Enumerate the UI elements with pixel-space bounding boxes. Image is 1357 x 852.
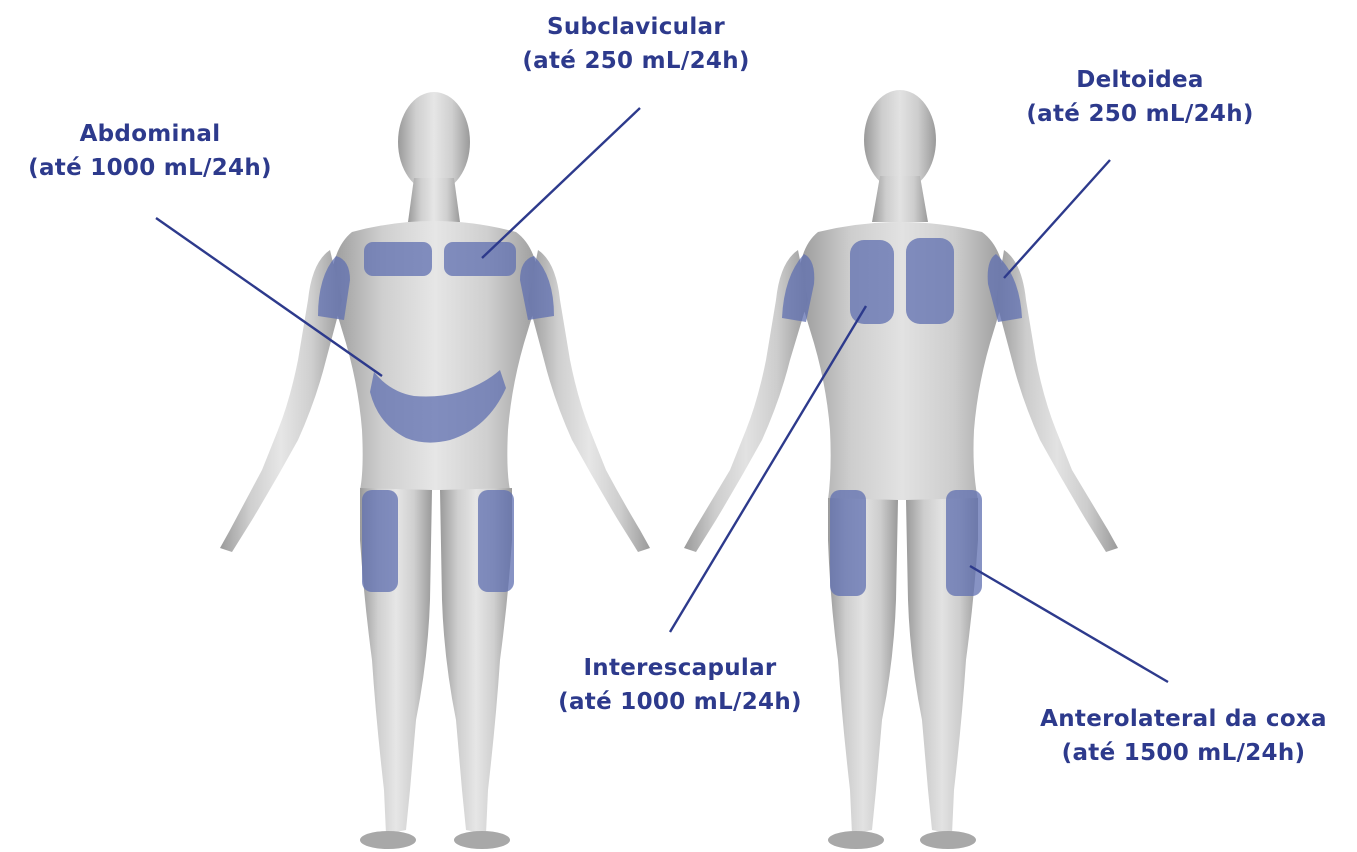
- back-torso: [798, 222, 1006, 500]
- zone-interscapular-left: [850, 240, 894, 324]
- zone-thigh-back-right: [946, 490, 982, 596]
- zone-interscapular-right: [906, 238, 954, 324]
- label-subclavicular-volume: (até 250 mL/24h): [456, 44, 816, 78]
- zone-thigh-front-right: [478, 490, 514, 592]
- back-foot-left: [828, 831, 884, 849]
- front-figure: [220, 92, 650, 849]
- front-foot-right: [454, 831, 510, 849]
- zone-thigh-back-left: [830, 490, 866, 596]
- back-foot-right: [920, 831, 976, 849]
- label-abdominal-name: Abdominal: [0, 117, 300, 151]
- zone-subclavicular-left: [364, 242, 432, 276]
- label-coxa-volume: (até 1500 mL/24h): [1010, 736, 1357, 770]
- zone-subclavicular-right: [444, 242, 516, 276]
- front-head: [398, 92, 470, 192]
- front-neck: [408, 178, 460, 222]
- label-abdominal-volume: (até 1000 mL/24h): [0, 151, 300, 185]
- label-subclavicular-name: Subclavicular: [456, 10, 816, 44]
- zone-thigh-front-left: [362, 490, 398, 592]
- label-interescapular-name: Interescapular: [500, 651, 860, 685]
- leader-coxa: [970, 566, 1168, 682]
- label-coxa: Anterolateral da coxa (até 1500 mL/24h): [1010, 702, 1357, 770]
- label-interescapular-volume: (até 1000 mL/24h): [500, 685, 860, 719]
- label-subclavicular: Subclavicular (até 250 mL/24h): [456, 10, 816, 78]
- label-abdominal: Abdominal (até 1000 mL/24h): [0, 117, 300, 185]
- label-deltoidea-volume: (até 250 mL/24h): [985, 97, 1295, 131]
- label-interescapular: Interescapular (até 1000 mL/24h): [500, 651, 860, 719]
- label-coxa-name: Anterolateral da coxa: [1010, 702, 1357, 736]
- label-deltoidea: Deltoidea (até 250 mL/24h): [985, 63, 1295, 131]
- leader-deltoidea: [1004, 160, 1110, 278]
- back-neck: [872, 176, 928, 222]
- back-head: [864, 90, 936, 190]
- leader-subclavicular: [482, 108, 640, 258]
- label-deltoidea-name: Deltoidea: [985, 63, 1295, 97]
- front-foot-left: [360, 831, 416, 849]
